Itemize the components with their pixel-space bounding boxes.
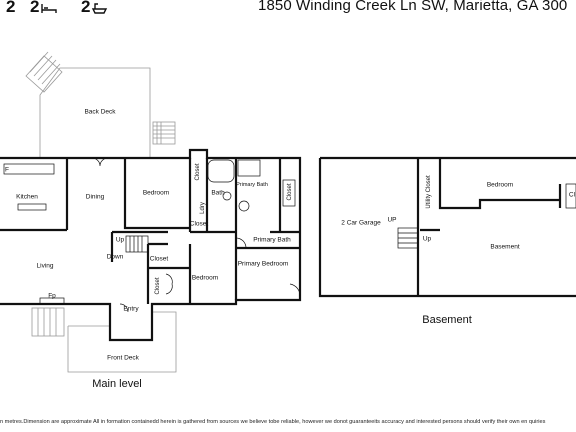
- bath-label: Bath: [211, 189, 225, 197]
- garage-label: 2 Car Garage: [341, 219, 381, 227]
- living-label: Living: [36, 262, 54, 270]
- up-label: Up: [115, 236, 125, 244]
- primary-bath-label: Primary Bath: [253, 236, 291, 244]
- fridge-mark: F: [5, 166, 9, 174]
- bedroom-upper-label: Bedroom: [142, 189, 170, 197]
- basement-outer-wall: [318, 156, 576, 298]
- diagonal-stair: [25, 51, 63, 93]
- front-deck-outline: [67, 311, 177, 373]
- primary-bath-upper-label: Primary Bath: [236, 182, 268, 188]
- beds-count: 2: [6, 0, 16, 16]
- closet-lower-label: Closet: [155, 277, 161, 295]
- ldry-label: Ldry: [200, 202, 206, 214]
- closet-mid-label: Closet: [149, 255, 169, 263]
- back-deck-stair: [152, 121, 176, 145]
- main-level-title: Main level: [92, 378, 142, 390]
- closet-right-label: Closet: [287, 183, 293, 201]
- entry-label: Entry: [123, 305, 139, 313]
- bedroom-lower-label: Bedroom: [191, 274, 219, 282]
- basement-title: Basement: [422, 314, 472, 326]
- disclaimer-text: n metres.Dimension are approximate All i…: [0, 419, 546, 425]
- kitchen-label: Kitchen: [16, 193, 38, 201]
- property-address: 1850 Winding Creek Ln SW, Marietta, GA 3…: [258, 0, 568, 14]
- utility-closet-label: Utility Closet: [426, 175, 432, 209]
- main-level-outer-wall: [0, 148, 302, 342]
- down-label: Down: [106, 253, 124, 261]
- closet-small-label: Closet: [189, 220, 209, 228]
- front-stair: [31, 307, 65, 337]
- closet-top-label: Closet: [195, 163, 201, 181]
- back-deck-outline: [39, 67, 151, 158]
- fireplace-label: Fp: [48, 292, 56, 300]
- beds-number: 2: [30, 0, 40, 16]
- closet-edge-label: Cl: [568, 191, 576, 199]
- basement-room-label: Basement: [490, 243, 520, 251]
- back-deck-label: Back Deck: [84, 108, 116, 116]
- front-deck-label: Front Deck: [107, 354, 139, 362]
- baths-count: 2: [81, 0, 91, 16]
- primary-bedroom-label: Primary Bedroom: [237, 260, 289, 268]
- basement-bedroom-label: Bedroom: [486, 181, 514, 189]
- dining-label: Dining: [85, 193, 105, 201]
- basement-up-right-label: Up: [422, 235, 432, 243]
- basement-up-left-label: UP: [387, 216, 397, 224]
